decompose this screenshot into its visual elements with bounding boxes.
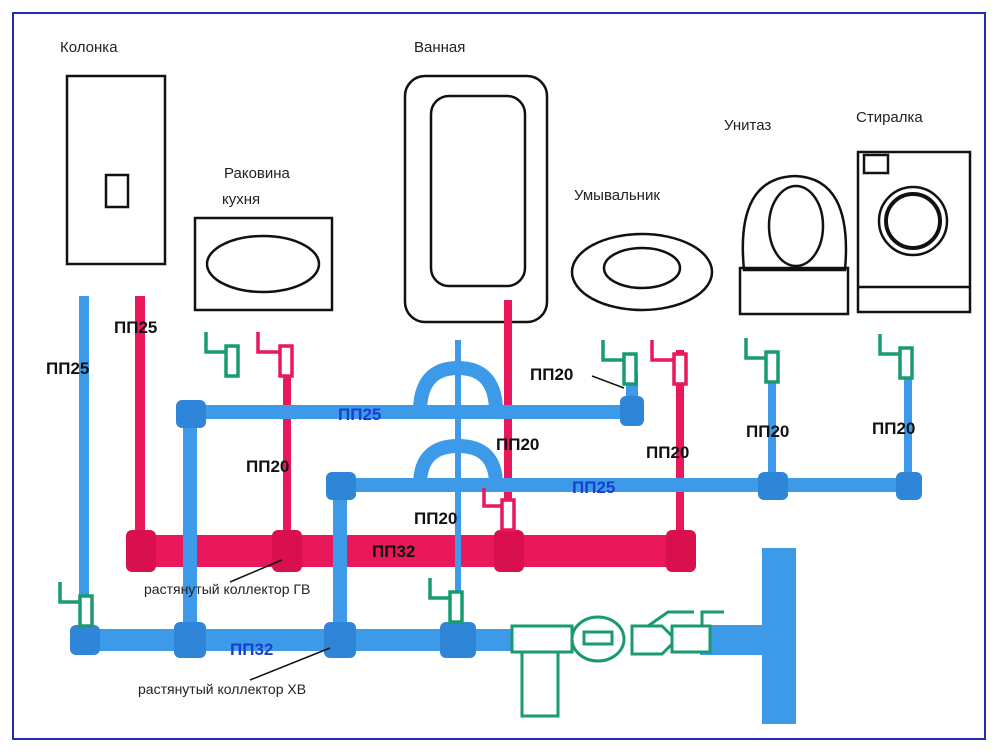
leader-hot-collector — [229, 559, 283, 583]
leader-cold-collector — [249, 647, 331, 681]
gas-heater — [65, 74, 167, 266]
label-washer-drop: ПП20 — [872, 419, 915, 438]
valve-heater-cold — [58, 582, 94, 628]
valve-washer — [878, 334, 914, 380]
label-toilet: Унитаз — [724, 117, 771, 134]
washbasin — [570, 232, 714, 312]
label-upper-cold: ПП25 — [338, 405, 381, 424]
label-washer: Стиралка — [856, 109, 923, 126]
label-bath: Ванная — [414, 39, 465, 56]
washing-machine — [856, 150, 972, 314]
label-washbasin-cold: ПП20 — [530, 365, 573, 384]
label-middle-cold: ПП25 — [572, 478, 615, 497]
valve-toilet — [744, 338, 780, 384]
kitchen-sink — [193, 216, 334, 312]
label-bath-tap: ПП20 — [414, 509, 457, 528]
label-kitchen-hot-drop: ПП20 — [246, 457, 289, 476]
valve-cold-collector — [428, 578, 464, 624]
label-cold-riser: ПП25 — [46, 359, 89, 378]
label-washbasin: Умывальник — [574, 187, 660, 204]
label-cold-collector: ПП32 — [230, 640, 273, 659]
valve-kitchen-cold — [204, 332, 240, 378]
note-hot-collector: растянутый коллектор ГВ — [144, 581, 310, 597]
bathtub — [403, 74, 549, 324]
label-kitchen-sink: Раковина — [224, 165, 291, 182]
leader-washbasin-cold — [591, 375, 625, 389]
hot-water-pipes — [128, 296, 688, 567]
toilet — [738, 174, 850, 316]
label-hot-collector: ПП32 — [372, 542, 415, 561]
valve-washbasin-hot — [650, 340, 688, 386]
label-washbasin-hot: ПП20 — [646, 443, 689, 462]
valve-washbasin-cold — [601, 340, 638, 386]
valve-kitchen-hot — [256, 332, 294, 378]
valve-bath-hot — [482, 488, 516, 532]
filter-meter-assembly — [510, 610, 724, 718]
label-hot-riser: ПП25 — [114, 318, 157, 337]
cold-water-pipes — [76, 296, 920, 724]
pipe-fittings — [70, 396, 922, 658]
label-toilet-drop: ПП20 — [746, 422, 789, 441]
label-gas-heater: Колонка — [60, 39, 118, 56]
label-kitchen-sink-2: кухня — [222, 191, 260, 208]
note-cold-collector: растянутый коллектор ХВ — [138, 681, 306, 697]
label-bath-hot: ПП20 — [496, 435, 539, 454]
